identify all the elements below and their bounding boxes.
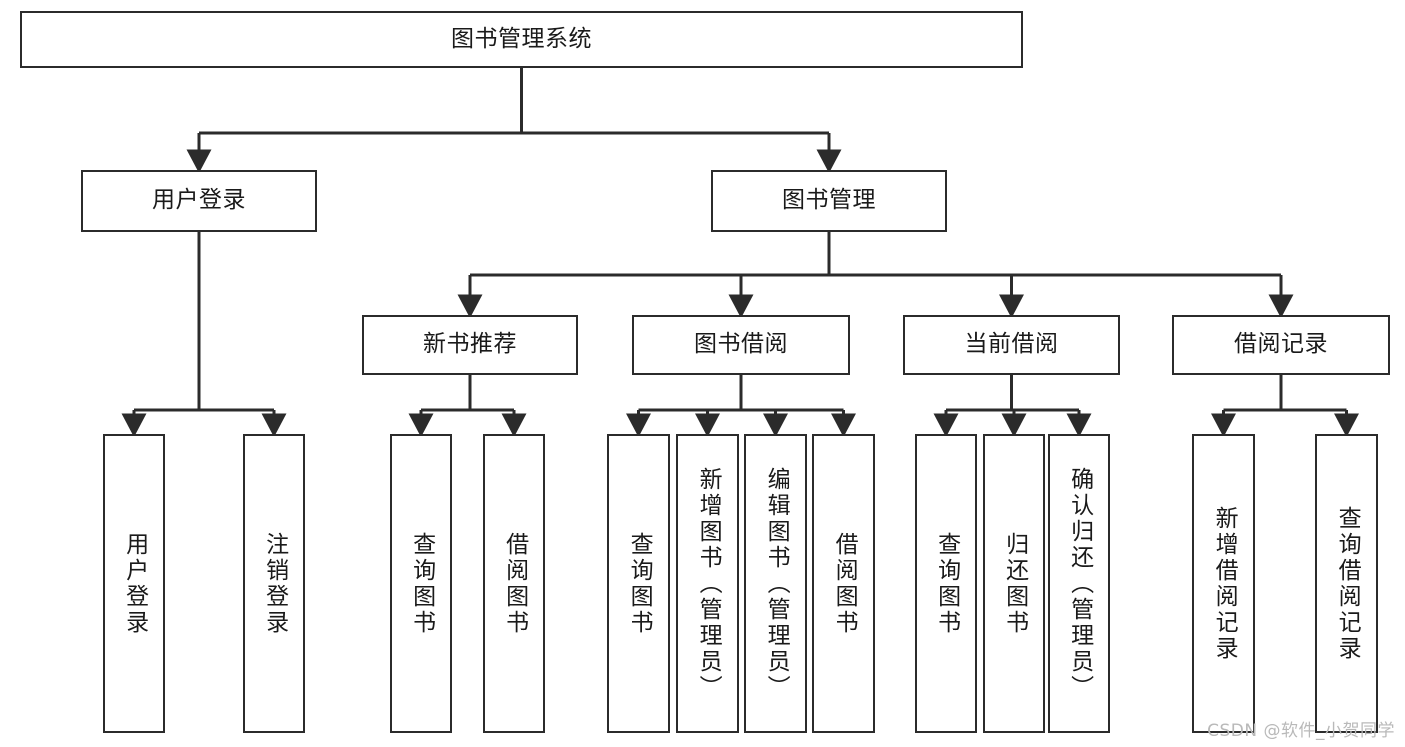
node-leaf-borrow-query-book[interactable]: 查询图书 xyxy=(607,434,670,733)
node-leaf-add-record[interactable]: 新增借阅记录 xyxy=(1192,434,1255,733)
node-leaf-rec-borrow-book-label: 借阅图书 xyxy=(501,531,528,636)
node-leaf-cur-query-book[interactable]: 查询图书 xyxy=(915,434,977,733)
node-leaf-confirm-return[interactable]: 确认归还（管理员） xyxy=(1048,434,1110,733)
node-leaf-user-login[interactable]: 用户登录 xyxy=(103,434,165,733)
node-leaf-add-book[interactable]: 新增图书（管理员） xyxy=(676,434,739,733)
node-new-book-rec-label: 新书推荐 xyxy=(423,331,517,358)
node-leaf-logout[interactable]: 注销登录 xyxy=(243,434,305,733)
node-book-manage-label: 图书管理 xyxy=(782,187,876,214)
node-leaf-logout-label: 注销登录 xyxy=(261,531,288,636)
node-leaf-borrow-book[interactable]: 借阅图书 xyxy=(812,434,875,733)
node-current-borrow[interactable]: 当前借阅 xyxy=(903,315,1120,375)
node-leaf-query-record[interactable]: 查询借阅记录 xyxy=(1315,434,1378,733)
node-user-login-label: 用户登录 xyxy=(152,187,246,214)
node-leaf-edit-book-label: 编辑图书（管理员） xyxy=(763,466,790,701)
node-leaf-return-book[interactable]: 归还图书 xyxy=(983,434,1045,733)
node-leaf-query-record-label: 查询借阅记录 xyxy=(1334,505,1361,662)
node-leaf-cur-query-book-label: 查询图书 xyxy=(933,531,960,636)
node-leaf-confirm-return-label: 确认归还（管理员） xyxy=(1066,466,1093,701)
node-leaf-rec-query-book-label: 查询图书 xyxy=(408,531,435,636)
node-current-borrow-label: 当前借阅 xyxy=(964,331,1059,358)
node-book-borrow-label: 图书借阅 xyxy=(694,331,788,358)
node-book-borrow[interactable]: 图书借阅 xyxy=(632,315,850,375)
node-book-manage[interactable]: 图书管理 xyxy=(711,170,947,232)
node-leaf-add-book-label: 新增图书（管理员） xyxy=(695,466,722,701)
node-leaf-rec-query-book[interactable]: 查询图书 xyxy=(390,434,452,733)
node-leaf-borrow-query-book-label: 查询图书 xyxy=(626,531,653,636)
node-borrow-record[interactable]: 借阅记录 xyxy=(1172,315,1390,375)
node-leaf-rec-borrow-book[interactable]: 借阅图书 xyxy=(483,434,545,733)
node-leaf-user-login-label: 用户登录 xyxy=(121,531,148,636)
node-root[interactable]: 图书管理系统 xyxy=(20,11,1023,68)
node-root-label: 图书管理系统 xyxy=(451,25,592,52)
node-new-book-rec[interactable]: 新书推荐 xyxy=(362,315,578,375)
node-leaf-borrow-book-label: 借阅图书 xyxy=(831,531,858,636)
node-borrow-record-label: 借阅记录 xyxy=(1234,331,1328,358)
node-leaf-add-record-label: 新增借阅记录 xyxy=(1211,505,1238,662)
node-user-login[interactable]: 用户登录 xyxy=(81,170,317,232)
node-leaf-return-book-label: 归还图书 xyxy=(1001,531,1028,636)
node-leaf-edit-book[interactable]: 编辑图书（管理员） xyxy=(744,434,807,733)
